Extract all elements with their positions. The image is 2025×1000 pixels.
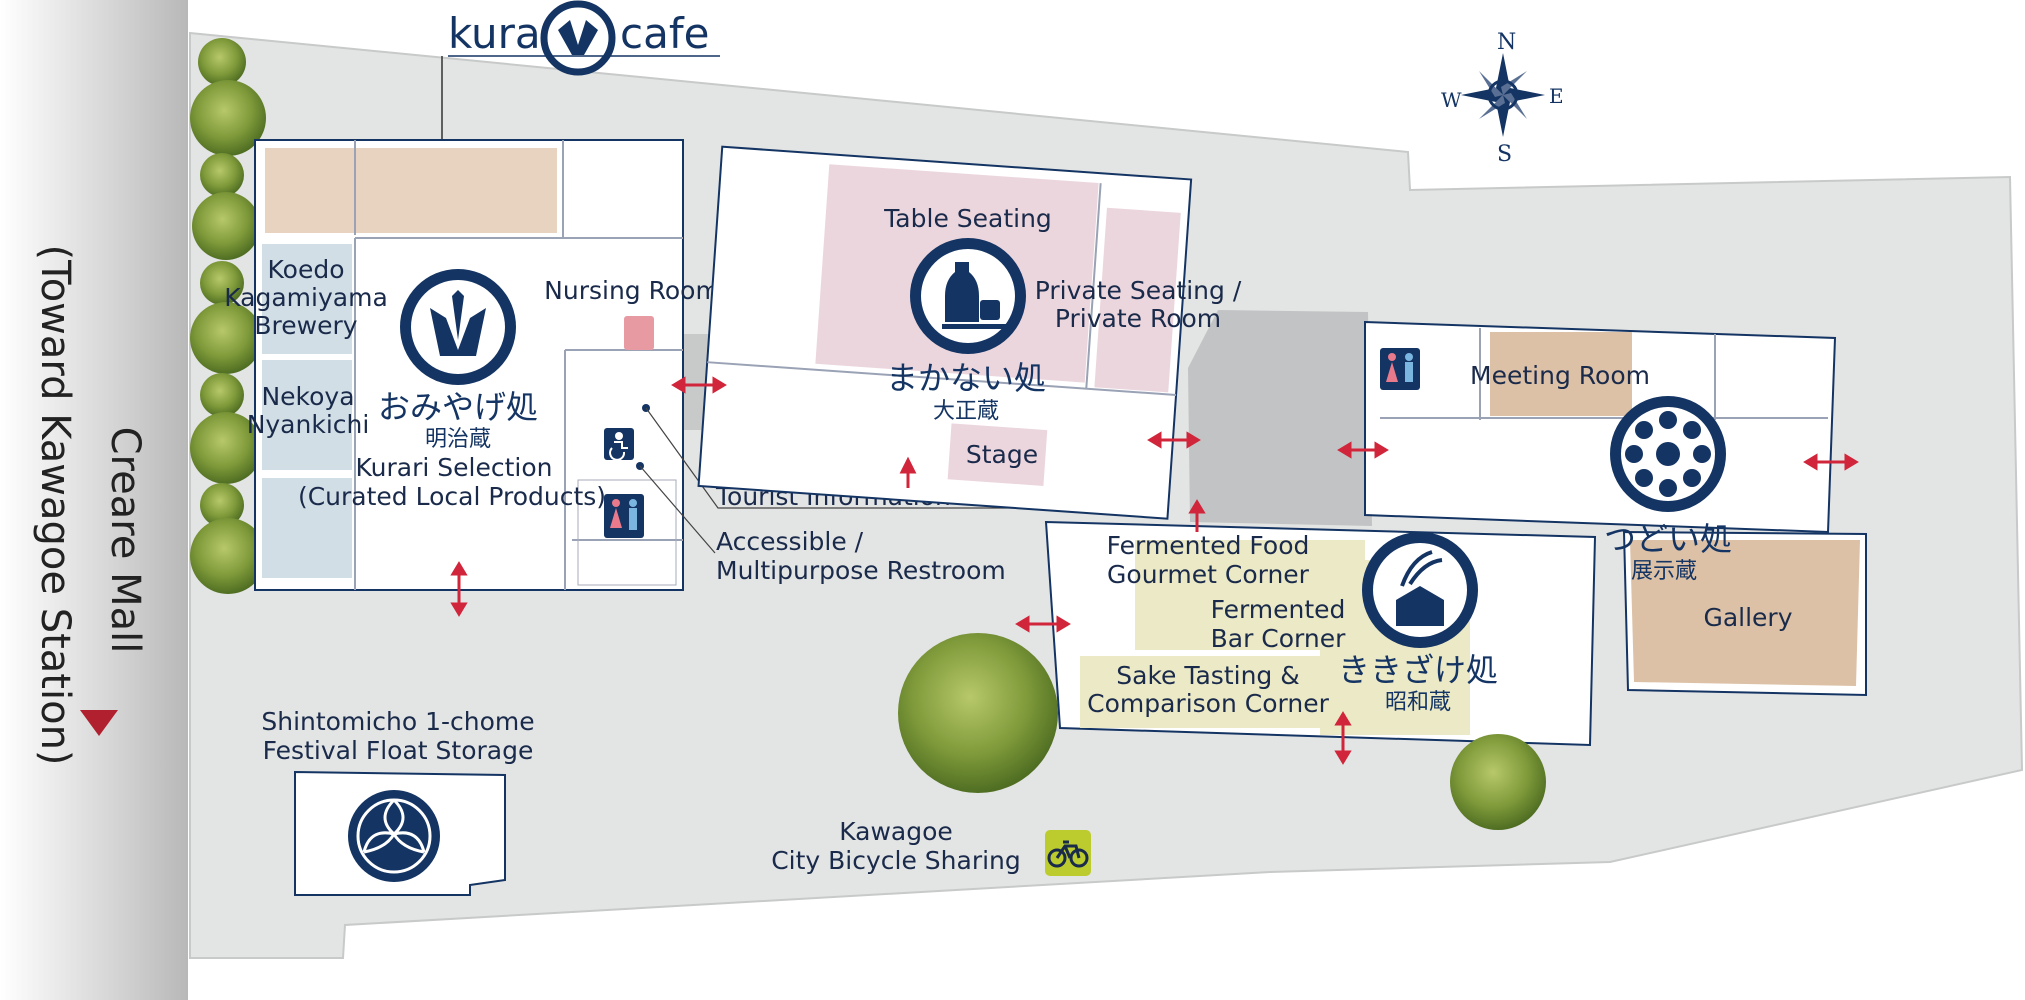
gallery-area xyxy=(1630,540,1860,686)
tree-icon xyxy=(898,633,1058,793)
tree-icon xyxy=(1450,734,1546,830)
label-koedo-2: Kagamiyama xyxy=(224,283,388,312)
logo-crane-icon xyxy=(540,0,616,76)
label-kurari-2: (Curated Local Products) xyxy=(298,482,606,511)
tree-icon xyxy=(200,483,244,527)
label-private-1: Private Seating / xyxy=(1035,276,1242,305)
label-koedo-3: Brewery xyxy=(254,311,357,340)
omiyage-jp-name: おみやげ処 xyxy=(378,388,538,426)
wheelchair-icon xyxy=(604,428,634,460)
label-sake-tasting-1: Sake Tasting & xyxy=(1116,661,1299,690)
tree-icon xyxy=(200,373,244,417)
label-fermented-bar-1: Fermented xyxy=(1211,595,1346,624)
tree-icon xyxy=(200,153,244,197)
tree-icon xyxy=(190,302,262,374)
building-tsudoi[interactable] xyxy=(1364,320,1867,697)
tree-icon xyxy=(190,518,266,594)
kikizake-kanji-name: 昭和蔵 xyxy=(1385,690,1451,715)
building-kikizake[interactable] xyxy=(1044,520,1597,747)
stage-area xyxy=(947,423,1048,486)
label-fermented-food-2: Gourmet Corner xyxy=(1107,560,1310,589)
label-koedo-1: Koedo xyxy=(268,255,345,284)
makanai-kanji-name: 大正蔵 xyxy=(933,399,999,424)
compass-rose: N S E W xyxy=(1441,30,1564,167)
tree-icon xyxy=(190,412,262,484)
tsudoi-kanji-name: 展示蔵 xyxy=(1631,559,1697,584)
kura-cafe-room xyxy=(265,148,557,233)
label-stage: Stage xyxy=(966,440,1038,469)
koedo-room xyxy=(262,244,352,354)
restroom-icon xyxy=(604,494,644,538)
label-float-storage-1: Shintomicho 1-chome xyxy=(261,707,534,736)
label-fermented-bar-2: Bar Corner xyxy=(1211,624,1347,653)
label-gallery: Gallery xyxy=(1703,603,1792,632)
label-bicycle-2: City Bicycle Sharing xyxy=(771,846,1021,875)
label-table-seating: Table Seating xyxy=(883,204,1052,233)
label-nekoya-1: Nekoya xyxy=(261,382,354,411)
logo-text-right: cafe xyxy=(620,9,709,58)
logo-text-left: kura xyxy=(448,9,541,58)
tourist-pointer-line xyxy=(645,407,1055,509)
direction-triangle-icon xyxy=(80,710,118,736)
kikizake-jp-name: ききざけ処 xyxy=(1338,651,1498,689)
side-banner-subtitle: (Toward Kawagoe Station) xyxy=(32,244,78,765)
label-accessible-1: Accessible / xyxy=(716,527,864,556)
shop-room xyxy=(262,478,352,578)
label-float-storage-2: Festival Float Storage xyxy=(263,736,534,765)
tree-row xyxy=(190,38,266,594)
label-meeting-room: Meeting Room xyxy=(1470,361,1650,390)
entrance-arrows xyxy=(450,376,1859,765)
label-nursing-room: Nursing Room xyxy=(544,276,720,305)
tree-icon xyxy=(192,192,260,260)
tree-icon xyxy=(200,261,244,305)
side-banner: Creare Mall (Toward Kawagoe Station) xyxy=(32,244,148,765)
label-nekoya-2: Nyankichi xyxy=(247,410,370,439)
compass-s: S xyxy=(1497,142,1512,167)
sake-tasting-area xyxy=(1080,656,1320,728)
label-bicycle-1: Kawagoe xyxy=(839,817,953,846)
restroom-icon xyxy=(1380,348,1420,390)
private-room-area xyxy=(1094,207,1181,393)
nursing-room-icon xyxy=(624,316,654,350)
tsudoi-jp-name: つどい処 xyxy=(1604,520,1732,558)
nekoya-room xyxy=(262,360,352,470)
label-private-2: Private Room xyxy=(1055,304,1221,333)
compass-e: E xyxy=(1549,84,1564,108)
compass-w: W xyxy=(1441,88,1462,112)
label-kurari-1: Kurari Selection xyxy=(356,453,553,482)
tree-icon xyxy=(190,80,266,156)
label-sake-tasting-2: Comparison Corner xyxy=(1087,689,1329,718)
omiyage-kanji-name: 明治蔵 xyxy=(425,427,491,452)
accessible-pointer-line xyxy=(639,465,716,554)
covered-passage xyxy=(1188,310,1372,526)
side-banner-title: Creare Mall xyxy=(102,427,148,654)
makanai-jp-name: まかない処 xyxy=(886,359,1046,397)
side-band xyxy=(0,0,188,1000)
tree-icon xyxy=(198,38,246,86)
meeting-room-area xyxy=(1490,332,1632,416)
label-accessible-2: Multipurpose Restroom xyxy=(716,556,1006,585)
kura-cafe-logo: kura cafe xyxy=(436,0,720,182)
compass-n: N xyxy=(1497,30,1516,55)
logo-crane-shape xyxy=(558,20,598,55)
label-fermented-food-1: Fermented Food xyxy=(1107,531,1310,560)
